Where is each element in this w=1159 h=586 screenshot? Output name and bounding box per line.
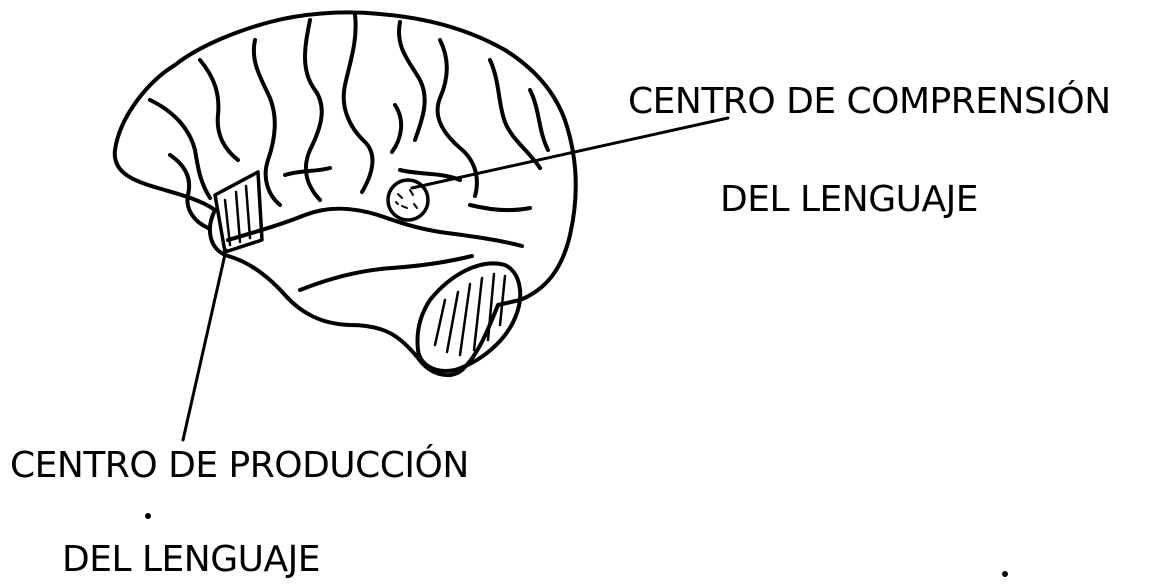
production-leader-line xyxy=(181,248,228,442)
comprehension-leader-line xyxy=(410,116,730,190)
lateral-sulcus xyxy=(226,206,524,248)
sulcus-2 xyxy=(198,58,240,162)
production-center-label-line2: DEL LENGUAJE xyxy=(62,539,320,580)
sulcus-13 xyxy=(283,166,332,177)
sulcus-9 xyxy=(528,88,550,152)
sulcus-10 xyxy=(168,153,210,230)
sulcus-12 xyxy=(468,203,532,213)
central-sulcus xyxy=(341,13,375,194)
cerebellum-lobe xyxy=(415,261,523,373)
broca-hatching xyxy=(223,184,252,247)
wernicke-area xyxy=(386,178,430,222)
wernicke-texture xyxy=(395,189,418,209)
sulcus-1 xyxy=(148,98,212,200)
sulcus-6 xyxy=(397,20,427,142)
sulcus-8 xyxy=(488,58,542,170)
broca-area xyxy=(213,170,264,254)
stray-dot xyxy=(1002,571,1008,577)
production-center-label-line1: CENTRO DE PRODUCCIÓN xyxy=(10,445,469,486)
brain-outline xyxy=(112,10,578,378)
comprehension-center-label-line1: CENTRO DE COMPRENSIÓN xyxy=(628,81,1111,122)
sulcus-11 xyxy=(390,103,404,154)
temporal-sulcus xyxy=(298,254,474,292)
sulcus-7 xyxy=(435,38,479,198)
cerebellum-hatching xyxy=(433,272,507,357)
sulcus-3 xyxy=(251,38,282,207)
stray-dot xyxy=(145,513,151,519)
sulcus-4 xyxy=(303,18,324,202)
comprehension-center-label-line2: DEL LENGUAJE xyxy=(720,179,978,220)
